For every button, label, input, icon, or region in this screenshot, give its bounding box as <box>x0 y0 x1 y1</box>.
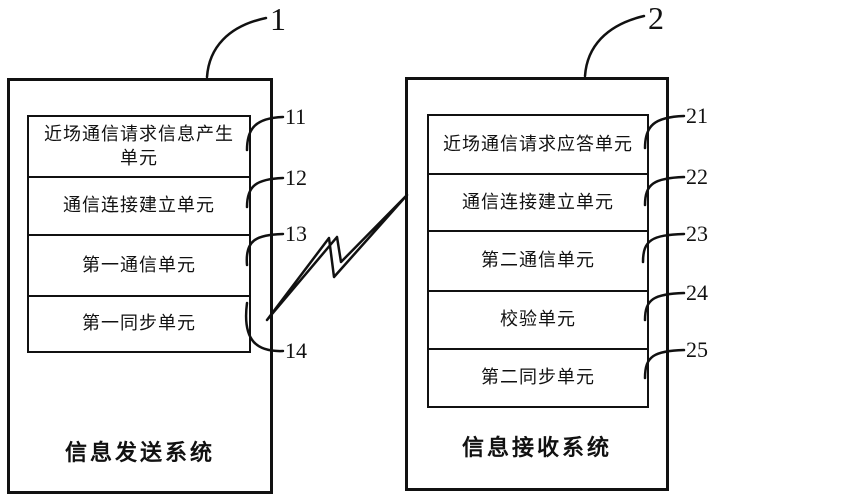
unit-label-11: 近场通信请求信息产生单元 <box>44 124 234 169</box>
ref-numeral-22: 22 <box>686 164 708 189</box>
receiver-unit-row-21: 近场通信请求应答单元 <box>429 116 647 173</box>
lightning-bolt-icon <box>265 193 409 322</box>
sender-unit-row-12: 通信连接建立单元 <box>29 176 249 234</box>
ref-numeral-24: 24 <box>686 280 708 305</box>
sender-unit-row-14: 第一同步单元 <box>29 295 249 351</box>
ref-numeral-1: 1 <box>270 1 286 37</box>
unit-label-14: 第一同步单元 <box>82 313 196 335</box>
unit-label-13: 第一通信单元 <box>82 254 196 276</box>
sender-unit-row-11: 近场通信请求信息产生单元 <box>29 117 249 176</box>
leader-line-ref-2 <box>583 14 646 78</box>
ref-numeral-13: 13 <box>285 221 307 246</box>
ref-numeral-14: 14 <box>285 338 307 363</box>
receiver-units-stack: 近场通信请求应答单元 通信连接建立单元 第二通信单元 校验单元 第二同步单元 <box>427 114 649 408</box>
receiver-unit-row-23: 第二通信单元 <box>429 230 647 290</box>
unit-label-25: 第二同步单元 <box>481 367 595 389</box>
ref-numeral-2: 2 <box>648 0 664 36</box>
sender-system-title: 信息发送系统 <box>64 441 215 466</box>
unit-label-23: 第二通信单元 <box>481 250 595 272</box>
receiver-system-title: 信息接收系统 <box>461 436 612 461</box>
receiver-unit-row-24: 校验单元 <box>429 290 647 348</box>
unit-label-22: 通信连接建立单元 <box>462 191 614 213</box>
unit-label-24: 校验单元 <box>500 309 576 331</box>
ref-numeral-25: 25 <box>686 337 708 362</box>
ref-numeral-23: 23 <box>686 221 708 246</box>
unit-label-12: 通信连接建立单元 <box>63 195 215 217</box>
leader-line-ref-1 <box>205 16 268 79</box>
ref-numeral-11: 11 <box>285 104 307 129</box>
receiver-unit-row-22: 通信连接建立单元 <box>429 173 647 230</box>
receiver-unit-row-25: 第二同步单元 <box>429 348 647 406</box>
unit-label-21: 近场通信请求应答单元 <box>443 133 633 155</box>
sender-unit-row-13: 第一通信单元 <box>29 234 249 295</box>
ref-numeral-21: 21 <box>686 103 708 128</box>
ref-numeral-12: 12 <box>285 165 307 190</box>
sender-units-stack: 近场通信请求信息产生单元 通信连接建立单元 第一通信单元 第一同步单元 <box>27 115 251 353</box>
